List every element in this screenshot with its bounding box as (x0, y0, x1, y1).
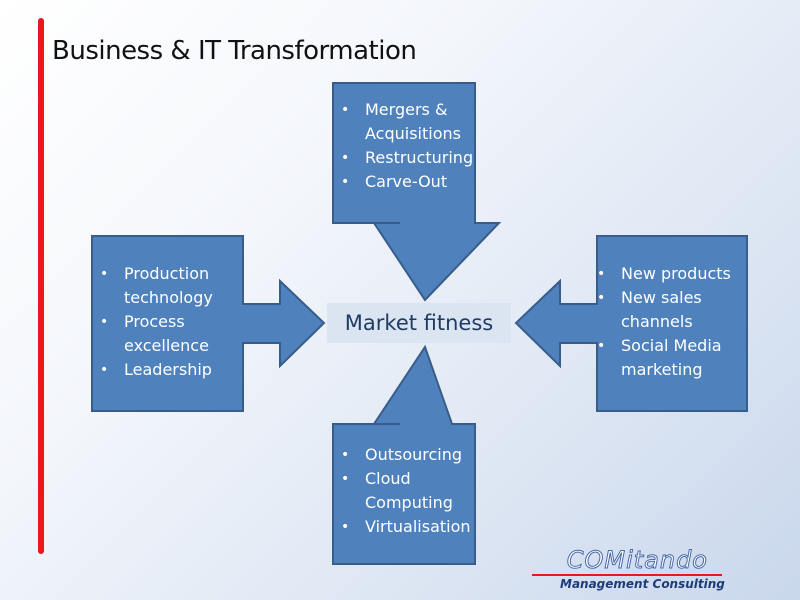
left-item: Process excellence (96, 310, 241, 358)
center-label: Market fitness (344, 311, 494, 335)
accent-bar (38, 18, 44, 554)
left-item: Leadership (96, 358, 241, 382)
left-item: Production technology (96, 262, 241, 310)
top-list: Mergers & Acquisitions Restructuring Car… (337, 98, 477, 194)
right-list: New products New sales channels Social M… (593, 262, 745, 382)
bottom-item: Virtualisation (337, 515, 477, 539)
bottom-list: Outsourcing Cloud Computing Virtualisati… (337, 443, 477, 539)
bottom-item: Cloud Computing (337, 467, 477, 515)
right-item: New products (593, 262, 745, 286)
logo-name: COMitando (566, 546, 708, 575)
left-list: Production technology Process excellence… (96, 262, 241, 382)
top-item: Carve-Out (337, 170, 477, 194)
top-item: Mergers & Acquisitions (337, 98, 477, 146)
company-logo: COMitando Management Consulting (532, 546, 732, 591)
right-item: New sales channels (593, 286, 745, 334)
logo-tagline: Management Consulting (560, 577, 725, 591)
slide-title: Business & IT Transformation (52, 36, 417, 66)
logo-divider (532, 574, 722, 576)
top-item: Restructuring (337, 146, 477, 170)
right-item: Social Media marketing (593, 334, 745, 382)
market-fitness-box: Market fitness (327, 303, 511, 343)
bottom-item: Outsourcing (337, 443, 477, 467)
